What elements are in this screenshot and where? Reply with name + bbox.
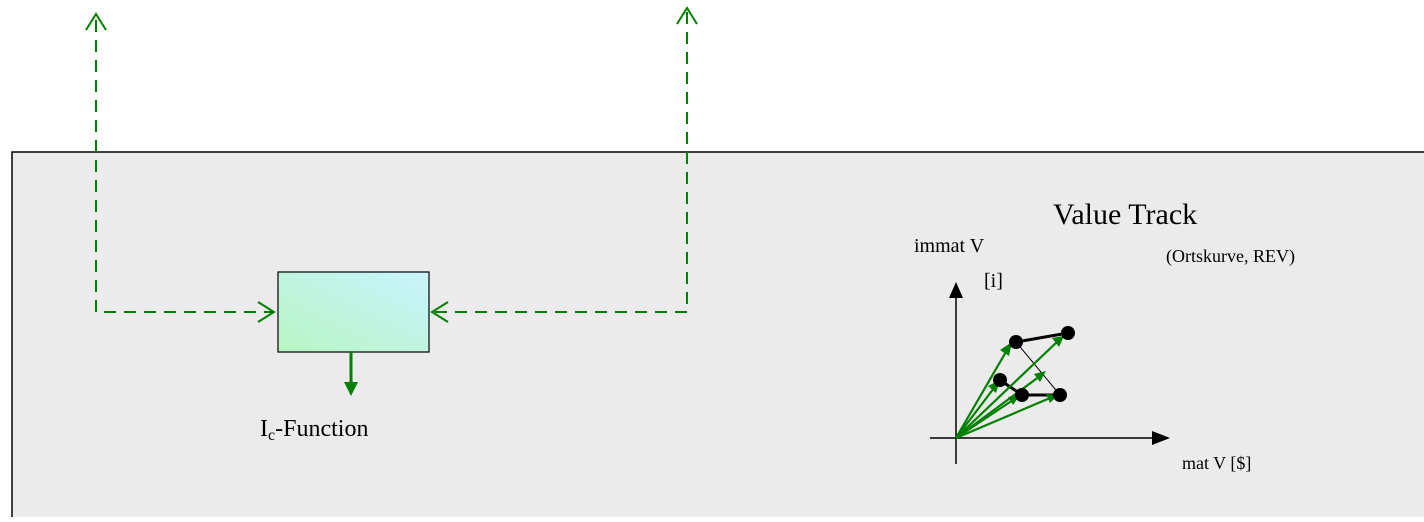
label-main: I — [260, 416, 268, 442]
curve-segment-diagonal — [1015, 341, 1061, 396]
vector-3 — [955, 387, 995, 439]
vector-6-head — [1034, 371, 1046, 382]
box-right-arrowhead — [430, 301, 449, 323]
left-up-arrowhead — [85, 12, 107, 31]
right-feedback-path — [434, 12, 688, 313]
vector-2-head — [1052, 336, 1064, 347]
output-arrow-head — [344, 382, 358, 396]
x-axis-arrowhead — [1152, 431, 1170, 445]
left-feedback-path — [95, 20, 272, 313]
system-panel — [11, 151, 1424, 522]
point-top-right — [1061, 326, 1075, 340]
point-top-left — [1009, 335, 1023, 349]
vector-1 — [955, 349, 1008, 439]
x-axis-label: mat V [$] — [1182, 453, 1251, 473]
value-track-title: Value Track — [1053, 198, 1197, 231]
point-bottom-right — [1053, 388, 1067, 402]
open-arrowheads — [85, 6, 698, 323]
label-rest: -Function — [275, 416, 368, 442]
value-track-points — [993, 326, 1075, 402]
vector-5 — [955, 396, 1051, 440]
vector-2 — [955, 340, 1059, 439]
box-left-arrowhead — [257, 301, 276, 323]
point-bottom-left — [1015, 388, 1029, 402]
label-subscript: c — [268, 427, 275, 444]
y-axis-arrowhead — [949, 282, 963, 298]
y-axis-label-line1: immat V — [914, 235, 985, 257]
vector-6 — [955, 375, 1041, 439]
ic-function-box — [277, 271, 430, 353]
point-mid-left — [993, 373, 1007, 387]
dashed-feedback-paths — [95, 12, 688, 313]
right-up-arrowhead — [676, 6, 698, 25]
vector-1-head — [1000, 342, 1012, 356]
curve-segment-top — [1015, 331, 1069, 344]
y-axis-label-line2: [i] — [984, 270, 1003, 292]
function-output-arrow — [344, 352, 358, 396]
ic-function-label: Ic-Function — [260, 416, 368, 444]
value-track-subtitle: (Ortskurve, REV) — [1166, 246, 1295, 267]
value-vectors — [955, 340, 1059, 440]
